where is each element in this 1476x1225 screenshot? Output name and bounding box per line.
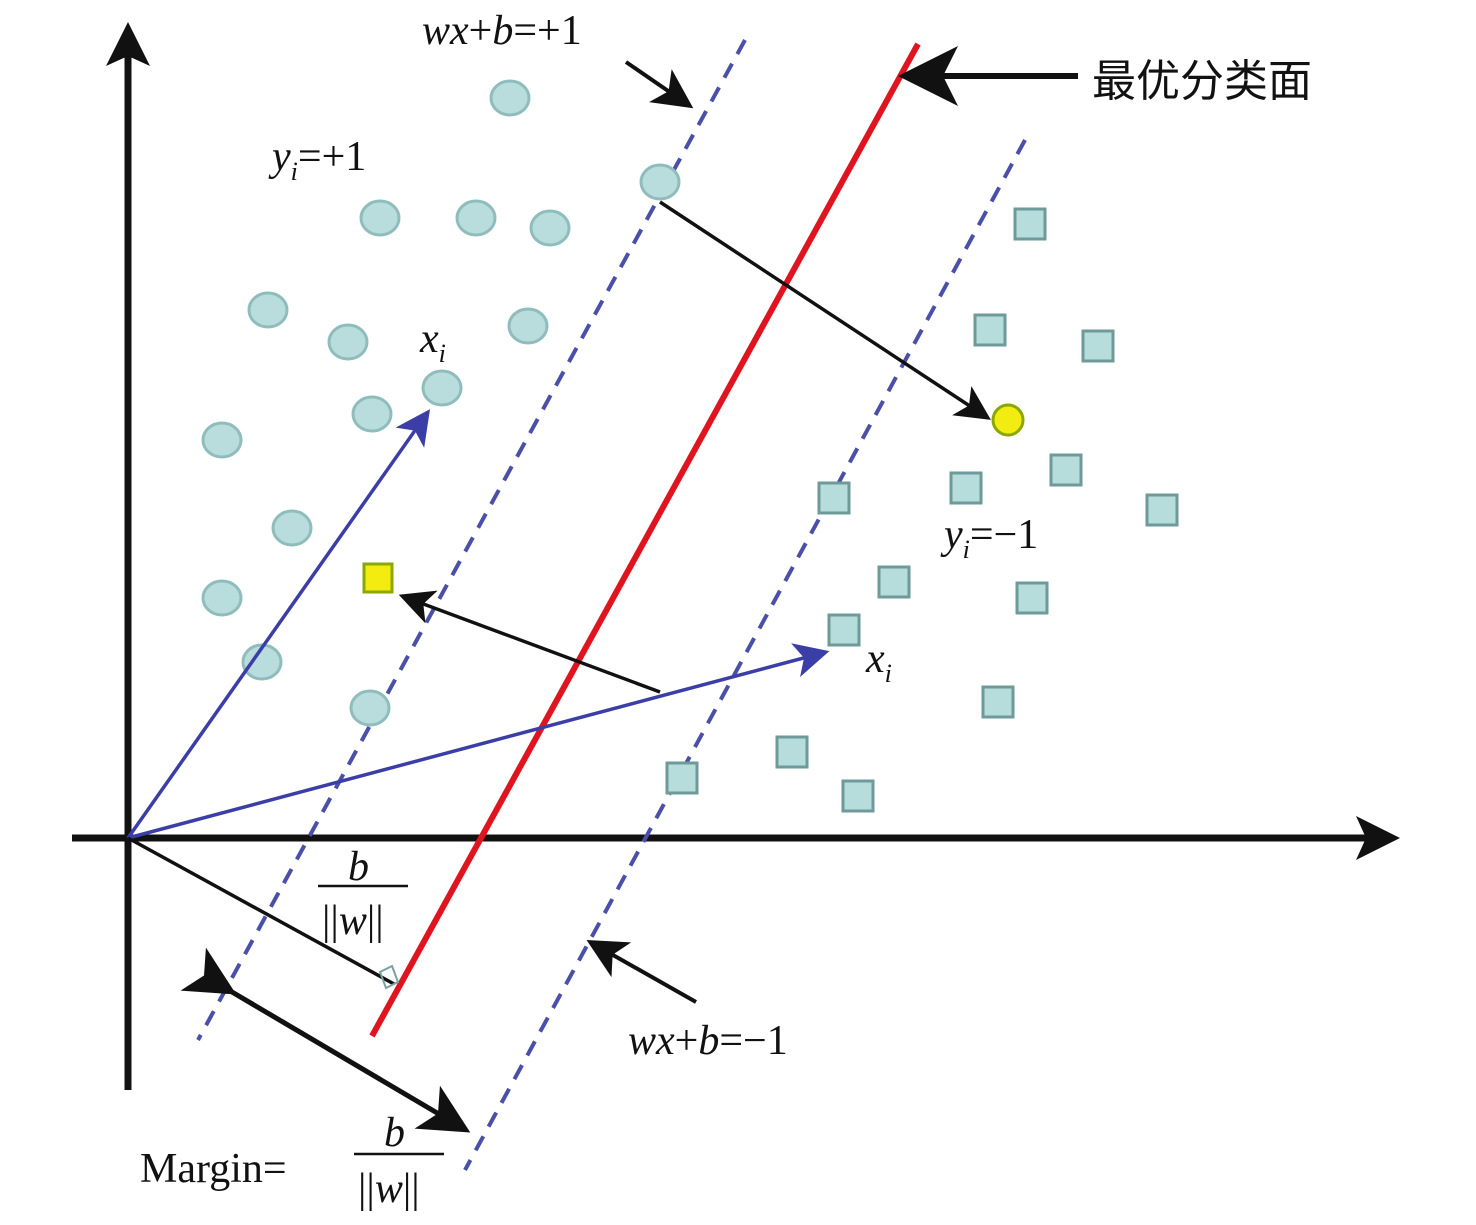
margin-fraction-denominator: ||w|| — [358, 1166, 420, 1212]
square-marker-icon — [1145, 493, 1179, 527]
circle-marker-icon — [201, 579, 243, 617]
arrow-to-minus-plane-icon — [586, 940, 697, 1004]
vector-xi-upper — [126, 409, 431, 840]
y-axis-arrow-icon — [106, 22, 150, 66]
margin-line-plus — [196, 39, 747, 1041]
x-axis-arrow-icon — [1356, 816, 1400, 860]
arrow-to-positive-square-icon — [398, 590, 661, 694]
square-marker-icon — [877, 565, 911, 599]
square-marker-icon — [973, 313, 1007, 347]
square-marker-icon — [981, 685, 1015, 719]
square-marker-icon — [1081, 329, 1115, 363]
offset-distance-marker-icon — [378, 964, 400, 990]
square-marker-icon — [827, 613, 861, 647]
offset-fraction-denominator: ||w|| — [322, 898, 384, 944]
circle-marker-icon — [271, 509, 313, 547]
margin-width-arrow-icon — [180, 947, 471, 1133]
margin-label: Margin= — [140, 1146, 287, 1192]
circle-marker-icon — [327, 323, 369, 361]
square-marker-icon — [1015, 581, 1049, 615]
circle-marker-icon — [351, 395, 393, 433]
margin-fraction-numerator: b — [384, 1110, 405, 1156]
margin-line-minus — [463, 139, 1027, 1171]
positive-class-label: yi=+1 — [268, 134, 366, 186]
offset-fraction-numerator: b — [348, 844, 369, 890]
square-marker-icon — [775, 735, 809, 769]
square-marker-icon — [665, 761, 699, 795]
positive-class-points — [201, 79, 1025, 727]
square-marker-icon — [817, 481, 851, 515]
highlighted-circle-marker-icon — [991, 403, 1025, 437]
square-marker-icon — [1013, 207, 1047, 241]
circle-marker-icon — [455, 199, 497, 237]
circle-marker-icon — [529, 209, 571, 247]
vector-xi-lower — [127, 643, 830, 840]
xi-upper-label: xi — [419, 316, 446, 368]
circle-marker-icon — [359, 199, 401, 237]
circle-marker-icon — [507, 307, 549, 345]
negative-class-points — [362, 207, 1179, 813]
circle-marker-icon — [247, 291, 289, 329]
plus-plane-label: wx+b=+1 — [422, 8, 582, 54]
circle-marker-icon — [639, 163, 681, 201]
square-marker-icon — [841, 779, 875, 813]
negative-class-label: yi=−1 — [940, 512, 1038, 564]
square-marker-icon — [949, 471, 983, 505]
optimal-hyperplane-label: 最优分类面 — [1092, 56, 1312, 107]
arrow-to-negative-point-icon — [659, 200, 991, 420]
circle-marker-icon — [349, 689, 391, 727]
highlighted-square-marker-icon — [362, 562, 394, 594]
circle-marker-icon — [201, 421, 243, 459]
xi-lower-label: xi — [865, 636, 892, 688]
circle-marker-icon — [421, 369, 463, 407]
circle-marker-icon — [489, 79, 531, 117]
square-marker-icon — [1049, 453, 1083, 487]
optimal-hyperplane — [369, 42, 921, 1038]
arrow-to-plus-plane-icon — [624, 60, 694, 109]
minus-plane-label: wx+b=−1 — [628, 1018, 788, 1064]
